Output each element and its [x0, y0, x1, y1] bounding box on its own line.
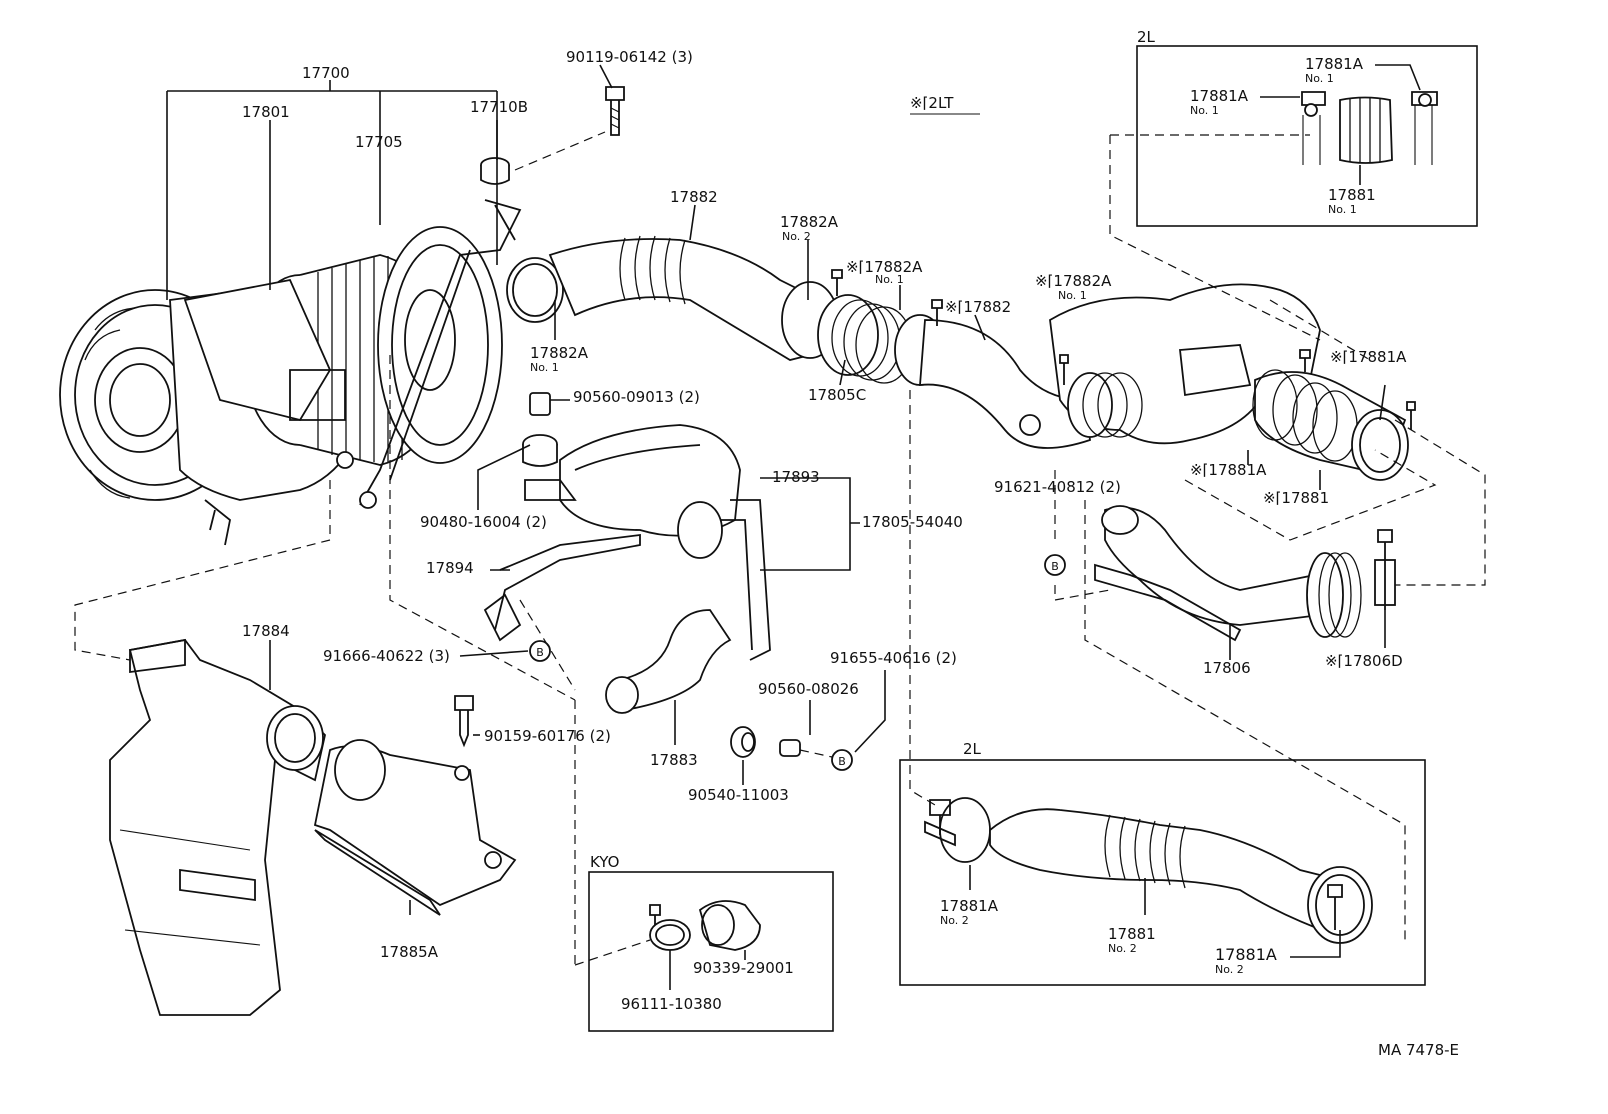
small-fittings [454, 392, 801, 758]
label-no1-c: No. 1 [1058, 289, 1087, 302]
label-note-2lt: ※⌈2LT [910, 94, 954, 112]
ref-b-2: B [838, 755, 846, 768]
label-90540: 90540-11003 [688, 786, 789, 804]
label-kyo: KYO [590, 853, 619, 871]
pipe-17806 [1094, 505, 1396, 642]
diagram-code: MA 7478-E [1378, 1041, 1459, 1059]
label-box2-17881a-left: 17881A [940, 897, 999, 915]
label-91621: 91621-40812 (2) [994, 478, 1121, 496]
label-box2-no2-right: No. 2 [1215, 963, 1244, 976]
label-box1-17881a-right: 17881A [1305, 55, 1364, 73]
label-17882a-star2: ※⌈17882A [1035, 272, 1112, 290]
label-box2-no2-left: No. 2 [940, 914, 969, 927]
reference-b-markers: B B B [529, 554, 1066, 771]
label-90119: 90119-06142 (3) [566, 48, 693, 66]
intake-hose-17882 [506, 235, 1091, 449]
resonator-17893 [483, 424, 771, 714]
label-17881-star-r: ※⌈17881 [1263, 489, 1329, 507]
box-2l-bottom [899, 759, 1426, 986]
label-17893: 17893 [772, 468, 820, 486]
label-box1-tag: 2L [1137, 28, 1156, 46]
label-17805-54040: 17805-54040 [862, 513, 963, 531]
label-box1-no1-left: No. 1 [1190, 104, 1219, 117]
label-17882: 17882 [670, 188, 718, 206]
label-90339: 90339-29001 [693, 959, 794, 977]
kyo-box [588, 871, 834, 1032]
air-cleaner-assembly [59, 199, 522, 546]
label-90480: 90480-16004 (2) [420, 513, 547, 531]
label-no1-a: No. 1 [530, 361, 559, 374]
hose-17881 [1252, 349, 1416, 481]
kyo-parts [649, 900, 761, 951]
label-box2-17881: 17881 [1108, 925, 1156, 943]
label-17882-star: ※⌈17882 [945, 298, 1011, 316]
leader-lines [74, 64, 1486, 990]
label-box1-17881: 17881 [1328, 186, 1376, 204]
label-no2-a: No. 2 [782, 230, 811, 243]
label-box2-17881a-right: 17881A [1215, 945, 1277, 964]
air-duct-17885a [313, 739, 517, 916]
label-box1-no1-right: No. 1 [1305, 72, 1334, 85]
bolt-90119 [605, 86, 625, 136]
ref-b-1: B [536, 646, 544, 659]
label-17882a-no2: 17882A [780, 213, 839, 231]
label-17705: 17705 [355, 133, 403, 151]
label-91666: 91666-40622 (3) [323, 647, 450, 665]
label-17884: 17884 [242, 622, 290, 640]
label-17881a-star-r2: ※⌈17881A [1190, 461, 1267, 479]
label-17883: 17883 [650, 751, 698, 769]
label-17805c: 17805C [808, 386, 866, 404]
label-91655: 91655-40616 (2) [830, 649, 957, 667]
part-labels: 17700 17801 17705 17710B 90119-06142 (3)… [242, 28, 1459, 1059]
label-17806d-star: ※⌈17806D [1325, 652, 1403, 670]
ref-b-3: B [1051, 560, 1059, 573]
label-17881a-star-r1: ※⌈17881A [1330, 348, 1407, 366]
air-duct-17884 [109, 638, 326, 1016]
label-17801: 17801 [242, 103, 290, 121]
box-2l-top-parts [1301, 91, 1438, 165]
label-box1-17881a-left: 17881A [1190, 87, 1249, 105]
label-90560-09013: 90560-09013 (2) [573, 388, 700, 406]
label-17882a-star1: ※⌈17882A [846, 258, 923, 276]
box-2l-bottom-parts [924, 797, 1373, 944]
label-90159: 90159-60176 (2) [484, 727, 611, 745]
grommet-17710b [480, 157, 510, 185]
label-no1-b: No. 1 [875, 273, 904, 286]
label-17882a-no1: 17882A [530, 344, 589, 362]
label-90560-08026: 90560-08026 [758, 680, 859, 698]
label-box2-tag: 2L [963, 740, 982, 758]
label-17710b: 17710B [470, 98, 528, 116]
label-17806: 17806 [1203, 659, 1251, 677]
label-box1-no1-center: No. 1 [1328, 203, 1357, 216]
label-box2-no2-center: No. 2 [1108, 942, 1137, 955]
label-17885a: 17885A [380, 943, 439, 961]
box-2l-top [1136, 45, 1478, 227]
label-96111: 96111-10380 [621, 995, 722, 1013]
label-17894: 17894 [426, 559, 474, 577]
label-17700: 17700 [302, 64, 350, 82]
